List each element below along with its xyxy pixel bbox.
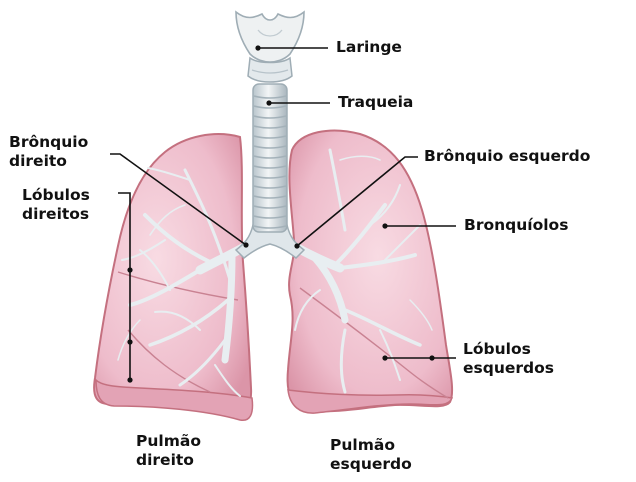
label-bronquiolos: Bronquíolos — [464, 216, 568, 235]
label-bronquio-esquerdo: Brônquio esquerdo — [424, 147, 590, 166]
label-lobulos-direitos: Lóbulos direitos — [22, 186, 90, 224]
label-pulmao-direito: Pulmão direito — [136, 432, 201, 470]
label-laringe: Laringe — [336, 38, 402, 57]
larynx-thyroid-cartilage — [236, 12, 304, 62]
label-pulmao-esquerdo: Pulmão esquerdo — [330, 436, 412, 474]
left-lung — [288, 131, 453, 414]
larynx — [236, 12, 304, 82]
label-traqueia: Traqueia — [338, 93, 413, 112]
left-lung-body — [288, 131, 453, 412]
label-bronquio-direito: Brônquio direito — [9, 133, 88, 171]
label-lobulos-esquerdos: Lóbulos esquerdos — [463, 340, 554, 378]
